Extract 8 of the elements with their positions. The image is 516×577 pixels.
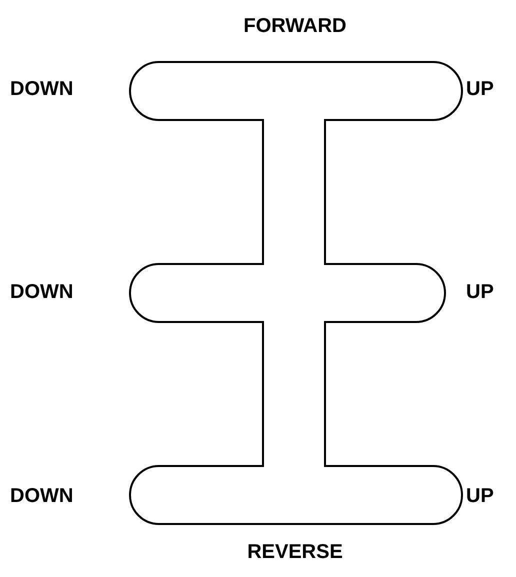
position-label: FORWARD: [244, 14, 346, 38]
position-label: UP: [466, 280, 494, 304]
position-label: UP: [466, 484, 494, 508]
position-label: DOWN: [10, 77, 74, 101]
position-label: REVERSE: [247, 540, 343, 564]
position-label: DOWN: [10, 484, 74, 508]
position-label: DOWN: [10, 280, 74, 304]
position-label: UP: [466, 77, 494, 101]
